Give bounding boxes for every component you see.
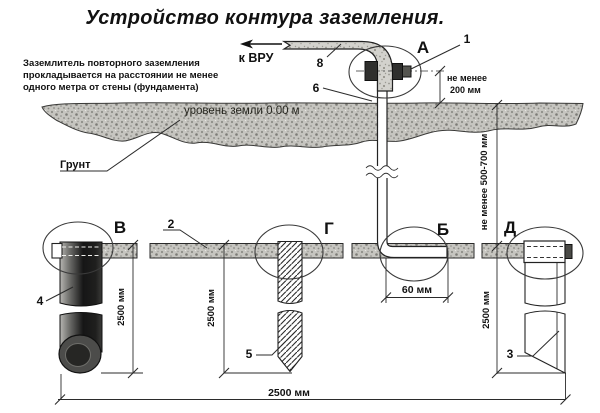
earthing-strip <box>100 243 526 259</box>
conductor-break-symbol <box>365 165 399 179</box>
dim-trench-depth: не менее 500-700 мм <box>479 134 490 230</box>
point-label-b: Б <box>437 220 449 239</box>
arrowhead <box>240 39 253 49</box>
annotation-line-2: прокладывается на расстоянии не менее <box>23 70 218 81</box>
dim-depth-d: 2500 мм <box>481 291 492 329</box>
to-vru-label: к ВРУ <box>239 51 274 65</box>
leader-3 <box>517 330 560 357</box>
pipe-electrode <box>51 241 103 374</box>
leader-5 <box>256 331 296 356</box>
rod-electrode <box>277 240 303 373</box>
joint-ellipse-a <box>348 45 422 99</box>
part-label-6: 6 <box>313 81 320 95</box>
bolt-joint <box>356 61 446 81</box>
dim-depth-g: 2500 мм <box>206 289 217 327</box>
part-label-1: 1 <box>464 32 471 46</box>
dim-min200-line1: не менее <box>447 73 487 83</box>
point-label-g: Г <box>324 219 334 238</box>
dim-spacing: 2500 мм <box>268 387 310 399</box>
soil-band <box>41 102 584 148</box>
point-label-a: А <box>417 38 429 57</box>
angle-electrode <box>523 240 573 374</box>
annotation-line-3: одного метра от стены (фундамента) <box>23 82 199 93</box>
soil-leader-line <box>60 119 181 172</box>
leader-1 <box>410 44 461 70</box>
dim-min200-line2: 200 мм <box>450 85 481 95</box>
point-label-d: Д <box>504 218 516 237</box>
leader-8 <box>326 43 342 58</box>
leader-2 <box>163 229 208 249</box>
annotation-line-1: Заземлитель повторного заземления <box>23 58 200 69</box>
strip-stub <box>51 242 63 259</box>
part-label-5: 5 <box>246 347 253 361</box>
joint-ellipse-d <box>506 226 584 280</box>
dim-overlap: 60 мм <box>402 284 432 296</box>
point-label-v: В <box>114 218 126 237</box>
dim-depth-v: 2500 мм <box>116 288 127 326</box>
joint-ellipse-v <box>42 221 114 275</box>
joint-ellipse-b <box>379 226 449 282</box>
page-title: Устройство контура заземления. <box>85 7 444 29</box>
soil-label: Грунт <box>60 159 91 171</box>
angle-connection-plate <box>523 240 566 264</box>
leader-6 <box>322 87 373 102</box>
part-label-2: 2 <box>168 217 175 231</box>
leader-4 <box>45 286 74 302</box>
part-label-8: 8 <box>317 56 324 70</box>
ground-level-label: уровень земли 0.00 м <box>184 105 300 117</box>
part-label-4: 4 <box>37 294 44 308</box>
joint-ellipse-g <box>254 224 324 280</box>
dimension-lines <box>54 65 571 405</box>
vru-arrow <box>240 39 282 49</box>
part-label-3: 3 <box>507 347 514 361</box>
